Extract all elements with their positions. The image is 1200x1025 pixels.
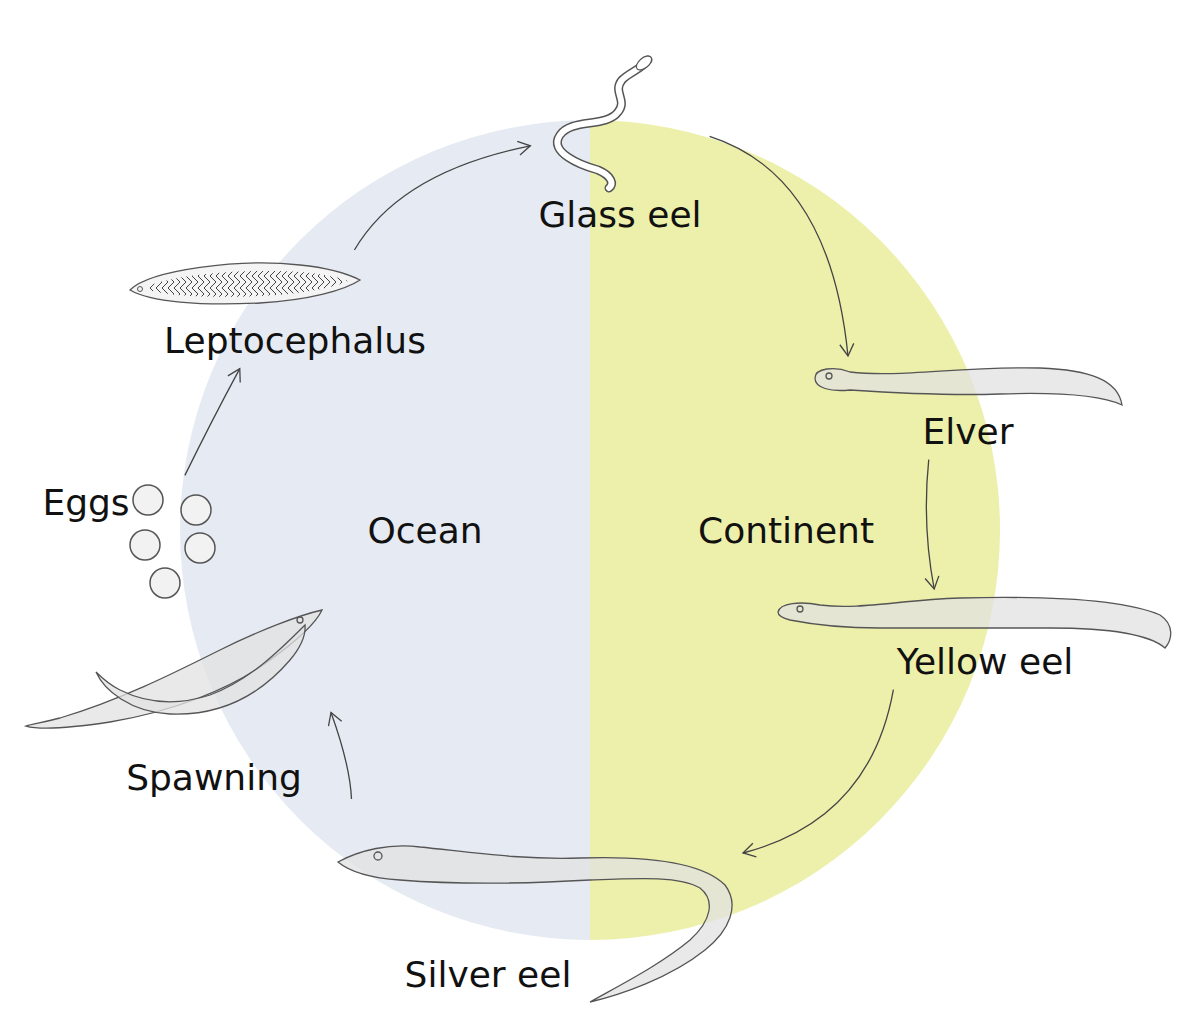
- stage-node: Leptocephalus: [122, 252, 432, 367]
- stage-node: Glass eel: [532, 51, 707, 241]
- stage-node: Spawning: [21, 601, 329, 804]
- half-circle-fill: [180, 120, 590, 940]
- continent-region: Continent: [590, 120, 1000, 940]
- silver-eel-drawing: [338, 846, 732, 1002]
- stage-label: Eggs: [42, 481, 129, 524]
- stage-node: Silver eel: [331, 801, 741, 1009]
- half-circle-fill: [590, 120, 1000, 940]
- stage-label: Silver eel: [405, 953, 572, 996]
- stage-node: Eggs: [36, 477, 222, 605]
- stage-label: Spawning: [126, 756, 302, 799]
- leptocephalus-drawing: [130, 263, 360, 304]
- stage-label: Leptocephalus: [164, 319, 426, 362]
- cycle-arrow: [743, 690, 893, 853]
- glass-eel-drawing: [557, 53, 654, 188]
- elver-drawing: [815, 368, 1122, 405]
- stage-label: Yellow eel: [897, 640, 1074, 683]
- stage-label: Elver: [922, 410, 1013, 453]
- stage-node: Elver: [806, 358, 1129, 458]
- cycle-arrow: [710, 136, 848, 356]
- cycle-arrow: [354, 146, 530, 250]
- cycle-arrow: [331, 712, 352, 799]
- spawning-eels-drawing: [26, 610, 322, 728]
- cycle-arrow: [926, 460, 934, 589]
- stage-node: Yellow eel: [771, 591, 1179, 688]
- region-label: Continent: [698, 509, 874, 552]
- region-label: Ocean: [367, 509, 482, 552]
- stage-label: Glass eel: [538, 193, 701, 236]
- yellow-eel-drawing: [778, 597, 1171, 648]
- cycle-arrow: [185, 369, 240, 476]
- ocean-region: Ocean: [180, 120, 590, 940]
- eggs-drawing: [130, 485, 215, 598]
